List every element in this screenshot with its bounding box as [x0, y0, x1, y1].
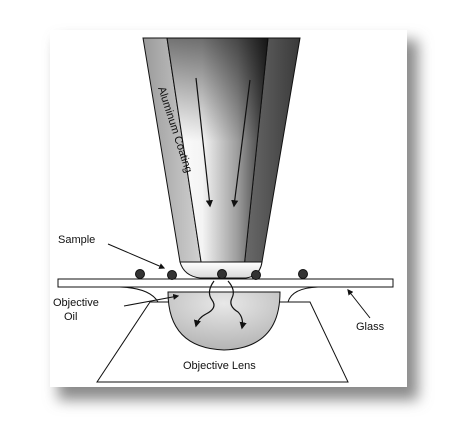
scatter-path-right — [227, 280, 247, 330]
glass-leader — [347, 289, 371, 319]
glass-slide — [57, 278, 394, 288]
sample-particle — [217, 269, 227, 279]
objective-lens-hemisphere — [167, 291, 281, 351]
light-arrow-left — [195, 77, 213, 208]
sample-particle — [251, 270, 261, 280]
sample-particle — [298, 269, 308, 279]
glass-label: Glass — [356, 321, 385, 333]
sample-particle — [135, 269, 145, 279]
fiber-core-shade — [167, 38, 268, 268]
sample-label: Sample — [58, 234, 95, 246]
light-arrow-right — [231, 79, 251, 208]
oil-leader — [123, 293, 180, 307]
objective-lens-label: Objective Lens — [183, 360, 256, 372]
scatter-path-left — [193, 280, 215, 328]
objective-oil-label-line2: Oil — [64, 311, 77, 323]
sample-particle — [167, 270, 177, 280]
sample-leader — [107, 243, 166, 269]
objective-oil-label-line1: Objective — [53, 297, 99, 309]
